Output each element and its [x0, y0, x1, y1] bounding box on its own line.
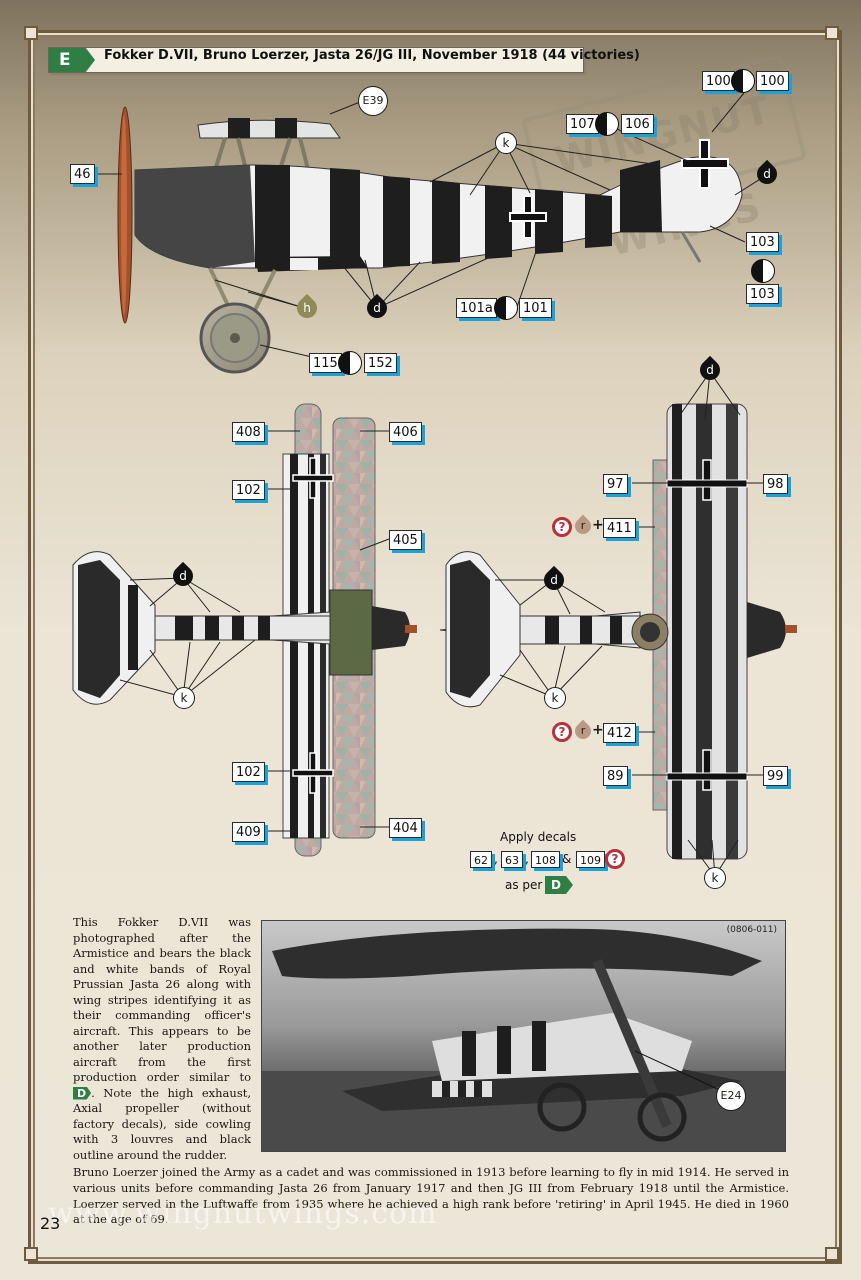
two-sided-decal-icon — [338, 351, 362, 375]
drop-d-tail-icon: d — [752, 159, 782, 189]
plus-sign: + — [592, 517, 604, 533]
decal-100-right: 100 — [756, 71, 789, 91]
decal-97: 97 — [603, 474, 628, 494]
decal-63: 63 — [501, 851, 523, 868]
frame-corner — [24, 26, 38, 40]
drop-d-bottom-icon: d — [539, 565, 569, 595]
profile-title: Fokker D.VII, Bruno Loerzer, Jasta 26/JG… — [104, 48, 640, 63]
photo-aircraft-silhouette — [262, 928, 785, 1151]
bubble-k-bottom-wing: k — [704, 867, 726, 889]
two-sided-decal-icon — [494, 296, 518, 320]
decal-62: 62 — [470, 851, 492, 868]
historical-photo: (0806-011) E24 — [261, 920, 786, 1152]
drop-d-belly-icon: d — [362, 293, 392, 323]
bottom-view-plan — [439, 371, 797, 877]
drop-d-label: d — [373, 301, 381, 315]
drop-h-icon: h — [292, 293, 322, 323]
top-view-plan — [72, 403, 417, 857]
question-icon: ? — [552, 722, 572, 742]
profile-d-badge: D — [545, 876, 573, 894]
decal-412: 412 — [603, 723, 636, 743]
drop-r-label: r — [580, 724, 586, 737]
decal-101a: 101a — [456, 298, 497, 318]
separator: , — [494, 852, 498, 866]
decal-109: 109 — [576, 851, 605, 868]
frame-corner — [24, 1247, 38, 1261]
decal-99: 99 — [763, 766, 788, 786]
question-icon: ? — [552, 517, 572, 537]
decal-108: 108 — [531, 851, 560, 868]
decal-404: 404 — [389, 818, 422, 838]
question-icon: ? — [605, 849, 625, 869]
decal-100-left: 100 — [702, 71, 735, 91]
frame-corner — [825, 26, 839, 40]
decal-107: 107 — [566, 114, 599, 134]
decal-103-upper: 103 — [746, 232, 779, 252]
decal-98: 98 — [763, 474, 788, 494]
decal-e39-callout: E39 — [358, 86, 388, 116]
separator: , — [525, 852, 529, 866]
side-view-profile — [95, 92, 766, 374]
decal-103-lower: 103 — [746, 284, 779, 304]
two-sided-decal-icon — [731, 69, 755, 93]
apply-decals-label: Apply decals — [500, 830, 577, 844]
caption-text-1: This Fokker D.VII was photographed after… — [73, 915, 251, 1084]
decal-406: 406 — [389, 422, 422, 442]
page-frame — [28, 30, 842, 1264]
drop-d-label: d — [179, 569, 187, 583]
drop-d-label: d — [763, 167, 771, 181]
decal-152: 152 — [364, 353, 397, 373]
caption-d-badge: D — [73, 1086, 92, 1100]
decal-106: 106 — [621, 114, 654, 134]
profile-title-bar: E Fokker D.VII, Bruno Loerzer, Jasta 26/… — [48, 47, 640, 73]
bubble-k-side: k — [495, 132, 517, 154]
decal-408: 408 — [232, 422, 265, 442]
as-per-label: as per — [505, 878, 543, 892]
photo-reference: (0806-011) — [726, 925, 777, 935]
pilot-biography: Bruno Loerzer joined the Army as a cadet… — [73, 1165, 789, 1227]
drop-h-label: h — [303, 301, 311, 315]
decal-102-top: 102 — [232, 480, 265, 500]
two-sided-decal-icon — [751, 259, 775, 283]
ampersand: & — [562, 852, 572, 866]
drop-d-label: d — [706, 363, 714, 377]
two-sided-decal-icon — [595, 112, 619, 136]
decal-89: 89 — [603, 766, 628, 786]
decal-409: 409 — [232, 822, 265, 842]
drop-r-icon: r — [571, 514, 595, 538]
photo-caption: This Fokker D.VII was photographed after… — [73, 915, 251, 1163]
frame-corner — [825, 1247, 839, 1261]
bubble-k-bottom-tail: k — [544, 687, 566, 709]
drop-d-label: d — [550, 573, 558, 587]
drop-d-top-icon: d — [168, 561, 198, 591]
page-number: 23 — [40, 1214, 61, 1233]
decal-102-bottom: 102 — [232, 762, 265, 782]
drop-d-wingtip-icon: d — [695, 355, 725, 385]
decal-101: 101 — [519, 298, 552, 318]
decal-115: 115 — [309, 353, 342, 373]
caption-text-2: . Note the high exhaust, Axial propeller… — [73, 1085, 251, 1162]
decal-405: 405 — [389, 530, 422, 550]
decal-46: 46 — [70, 164, 95, 184]
plus-sign: + — [592, 722, 604, 738]
profile-letter-badge: E — [49, 48, 95, 72]
decal-411: 411 — [603, 518, 636, 538]
drop-r-icon: r — [571, 719, 595, 743]
drop-r-label: r — [580, 519, 586, 532]
website-watermark: www.wingnutwings.com — [48, 1196, 438, 1231]
bubble-k-top: k — [173, 687, 195, 709]
photo-callout-e24: E24 — [716, 1081, 746, 1111]
